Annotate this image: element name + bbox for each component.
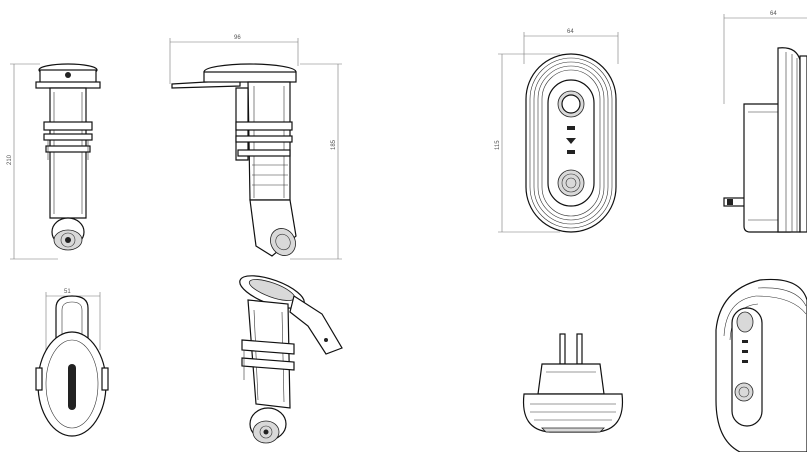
dimension-label-detector-side-height: 185 — [331, 139, 337, 150]
detector-side-view: 96 185 — [169, 35, 342, 260]
dimension-label-detector-height: 210 — [7, 154, 13, 165]
detector-front-view: 210 — [7, 63, 101, 260]
alarm-side-view: 64 — [723, 11, 807, 233]
alarm-isometric-view — [715, 278, 807, 452]
dimension-label-alarm-front-height: 115 — [495, 140, 501, 150]
dimension-label-alarm-side-width: 64 — [770, 11, 777, 17]
dimension-label-alarm-front-width: 64 — [567, 29, 574, 35]
alarm-bottom-view — [522, 333, 624, 433]
detector-isometric-view — [239, 275, 343, 444]
dimension-label-detector-bottom-width: 51 — [64, 289, 71, 295]
detector-bottom-view: 51 — [35, 289, 109, 437]
alarm-front-view: 64 115 — [495, 29, 619, 233]
dimension-label-detector-width: 96 — [234, 35, 241, 41]
